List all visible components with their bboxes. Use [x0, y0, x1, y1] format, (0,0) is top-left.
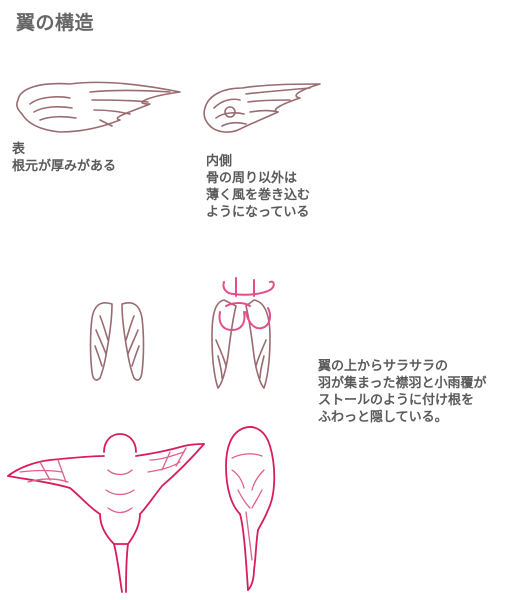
caption-line: ふわっと隠している。 — [318, 410, 448, 425]
caption-line: 羽が集まった襟羽と小雨覆が — [318, 376, 487, 391]
caption-wing-outer: 表 根元が厚みがある — [12, 141, 116, 175]
bird-flying-feathers — [19, 447, 187, 514]
bird-perched-feathers — [231, 453, 265, 561]
caption-line: ストールのように付け根を — [318, 393, 475, 408]
bird-flying-back-sketch — [7, 433, 205, 593]
caption-coverts: 翼の上からサラサラの 羽が集まった襟羽と小雨覆が ストールのように付け根を ふわ… — [318, 358, 486, 426]
caption-line: 骨の周り以外は — [206, 171, 298, 186]
caption-line: 根元が厚みがある — [12, 159, 117, 174]
caption-line: 表 — [12, 142, 26, 157]
page-title: 翼の構造 — [16, 12, 95, 34]
bird-perched-back-sketch — [225, 426, 276, 591]
caption-wing-inner: 内側 骨の周り以外は 薄く風を巻き込む ようになっている — [206, 153, 310, 221]
caption-line: ようになっている — [206, 205, 310, 220]
wing-outer-sketch — [16, 81, 181, 133]
wing-pair-back-sketch — [89, 302, 145, 381]
caption-line: 翼の上からサラサラの — [318, 359, 449, 374]
coverts-highlight-sketch — [218, 277, 275, 331]
caption-line: 薄く風を巻き込む — [206, 188, 311, 203]
wing-inner-sketch — [203, 83, 321, 133]
caption-line: 内側 — [206, 154, 233, 169]
